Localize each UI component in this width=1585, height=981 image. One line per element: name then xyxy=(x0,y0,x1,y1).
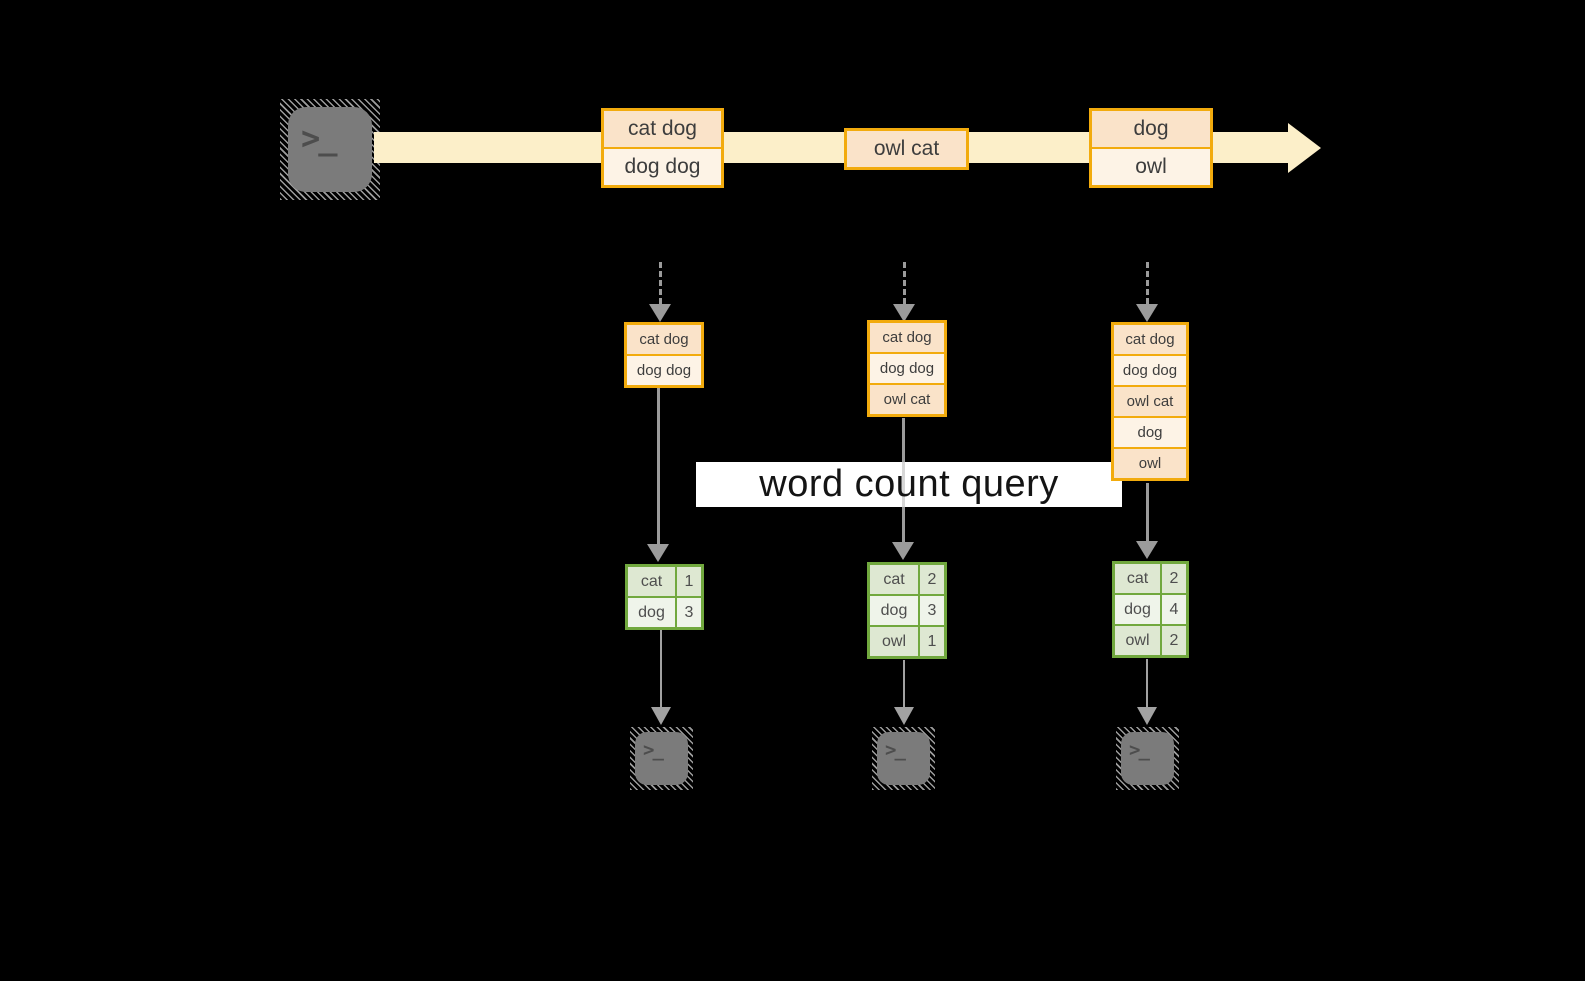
arrowhead-icon xyxy=(647,544,669,562)
query-arrow-overlay xyxy=(902,462,905,507)
count-word: dog xyxy=(1115,595,1162,624)
output-terminal-icon-3: >_ xyxy=(1116,727,1179,790)
stream-message-3: dog owl xyxy=(1089,108,1213,188)
arrowhead-icon xyxy=(651,707,671,725)
count-value: 4 xyxy=(1169,601,1179,618)
source-terminal-icon: >_ xyxy=(280,99,380,200)
count-row: dog 3 xyxy=(870,594,944,625)
count-table-1: cat 1 dog 3 xyxy=(625,564,704,630)
count-row: cat 1 xyxy=(628,567,701,596)
stream-message-2: owl cat xyxy=(844,128,969,170)
state-row: dog dog xyxy=(870,352,944,383)
state-row: owl cat xyxy=(870,383,944,414)
count-value: 2 xyxy=(1169,570,1179,587)
count-row: owl 1 xyxy=(870,625,944,656)
count-row: owl 2 xyxy=(1115,624,1186,655)
state-row: dog dog xyxy=(1114,354,1186,385)
arrowhead-icon xyxy=(892,542,914,560)
terminal-prompt-icon: >_ xyxy=(301,119,338,157)
state-row: cat dog xyxy=(1114,325,1186,354)
count-table-2: cat 2 dog 3 owl 1 xyxy=(867,562,947,659)
arrowhead-icon xyxy=(893,304,915,322)
state-row: owl xyxy=(1114,447,1186,478)
arrowhead-icon xyxy=(894,707,914,725)
output-arrow-1 xyxy=(651,630,671,725)
count-table-3: cat 2 dog 4 owl 2 xyxy=(1112,561,1189,658)
stream-message-1: cat dog dog dog xyxy=(601,108,724,188)
query-banner-label: word count query xyxy=(759,463,1059,505)
message-row: owl xyxy=(1092,147,1210,185)
count-value: 3 xyxy=(927,602,937,619)
message-row: owl cat xyxy=(847,131,966,167)
count-value: 2 xyxy=(1169,632,1179,649)
arrowhead-icon xyxy=(649,304,671,322)
count-value: 1 xyxy=(684,573,694,590)
count-value: 2 xyxy=(927,571,937,588)
state-row: dog dog xyxy=(627,354,701,385)
state-box-1: cat dog dog dog xyxy=(624,322,704,388)
output-arrow-3 xyxy=(1137,659,1157,725)
ingest-arrow-3 xyxy=(1136,262,1158,322)
terminal-prompt-icon: >_ xyxy=(885,739,906,761)
output-terminal-icon-2: >_ xyxy=(872,727,935,790)
count-row: dog 3 xyxy=(628,596,701,627)
ingest-arrow-2 xyxy=(893,262,915,322)
count-word: cat xyxy=(1115,564,1162,593)
count-word: dog xyxy=(870,596,920,625)
terminal-prompt-icon: >_ xyxy=(643,739,664,761)
terminal-screen: >_ xyxy=(877,732,930,785)
message-row: dog xyxy=(1092,111,1210,147)
count-row: cat 2 xyxy=(1115,564,1186,593)
count-row: dog 4 xyxy=(1115,593,1186,624)
count-word: dog xyxy=(628,598,677,627)
stream-arrowhead-icon xyxy=(1288,123,1321,173)
count-word: cat xyxy=(870,565,920,594)
message-row: dog dog xyxy=(604,147,721,185)
state-row: cat dog xyxy=(627,325,701,354)
count-word: owl xyxy=(1115,626,1162,655)
count-word: cat xyxy=(628,567,677,596)
terminal-screen: >_ xyxy=(288,107,372,192)
arrowhead-icon xyxy=(1136,541,1158,559)
count-row: cat 2 xyxy=(870,565,944,594)
state-row: cat dog xyxy=(870,323,944,352)
query-arrow-3 xyxy=(1136,483,1158,559)
terminal-screen: >_ xyxy=(1121,732,1174,785)
ingest-arrow-1 xyxy=(649,262,671,322)
arrowhead-icon xyxy=(1137,707,1157,725)
arrowhead-icon xyxy=(1136,304,1158,322)
terminal-prompt-icon: >_ xyxy=(1129,739,1150,761)
message-row: cat dog xyxy=(604,111,721,147)
state-box-3: cat dog dog dog owl cat dog owl xyxy=(1111,322,1189,481)
state-row: dog xyxy=(1114,416,1186,447)
state-box-2: cat dog dog dog owl cat xyxy=(867,320,947,417)
count-value: 1 xyxy=(927,633,937,650)
terminal-screen: >_ xyxy=(635,732,688,785)
query-arrow-1 xyxy=(647,387,669,562)
count-word: owl xyxy=(870,627,920,656)
count-value: 3 xyxy=(684,604,694,621)
state-row: owl cat xyxy=(1114,385,1186,416)
output-arrow-2 xyxy=(894,660,914,725)
output-terminal-icon-1: >_ xyxy=(630,727,693,790)
query-banner: word count query xyxy=(696,462,1122,507)
